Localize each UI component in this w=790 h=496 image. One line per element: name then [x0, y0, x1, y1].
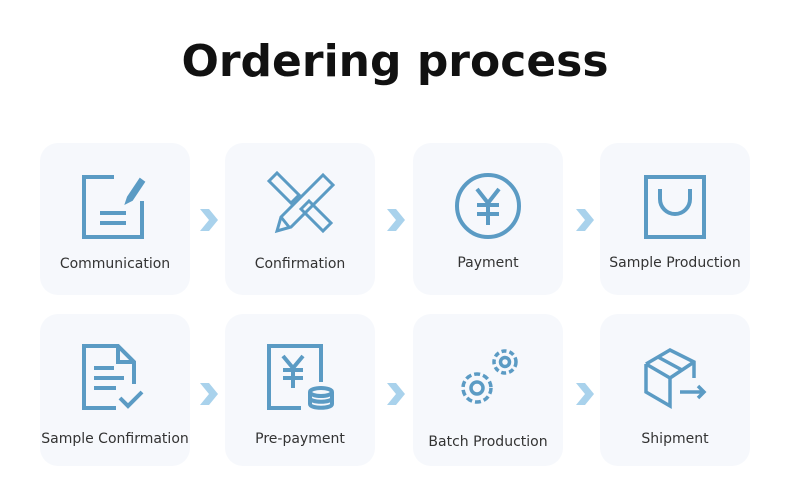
step-shipment: Shipment	[600, 314, 750, 466]
step-label: Batch Production	[428, 434, 548, 450]
step-confirmation: Confirmation	[225, 143, 375, 295]
chevron-right-icon	[200, 209, 218, 231]
chevron-right-icon	[576, 209, 594, 231]
document-check-icon	[82, 344, 144, 410]
step-label: Confirmation	[254, 256, 346, 272]
step-sample-confirmation: Sample Confirmation	[40, 314, 190, 466]
chevron-right-icon	[387, 383, 405, 405]
page-title: Ordering process	[181, 36, 609, 87]
pencil-ruler-icon	[266, 171, 335, 234]
step-label: Sample Production	[609, 255, 741, 271]
step-pre-payment: Pre-payment	[225, 314, 375, 466]
yen-invoice-coins-icon	[267, 344, 334, 410]
box-arrow-icon	[644, 348, 707, 410]
step-label: Pre-payment	[255, 431, 345, 447]
step-label: Communication	[59, 256, 171, 272]
step-batch-production: Batch Production	[413, 314, 563, 466]
chevron-right-icon	[576, 383, 594, 405]
chevron-right-icon	[200, 383, 218, 405]
chevron-right-icon	[387, 209, 405, 231]
note-pencil-icon	[82, 175, 146, 239]
step-label: Payment	[457, 255, 519, 271]
bag-icon	[644, 175, 706, 239]
step-sample-production: Sample Production	[600, 143, 750, 295]
step-label: Sample Confirmation	[41, 431, 189, 447]
step-payment: Payment	[413, 143, 563, 295]
step-communication: Communication	[40, 143, 190, 295]
step-label: Shipment	[641, 431, 709, 447]
yen-coin-icon	[455, 173, 521, 239]
gears-icon	[461, 349, 518, 404]
